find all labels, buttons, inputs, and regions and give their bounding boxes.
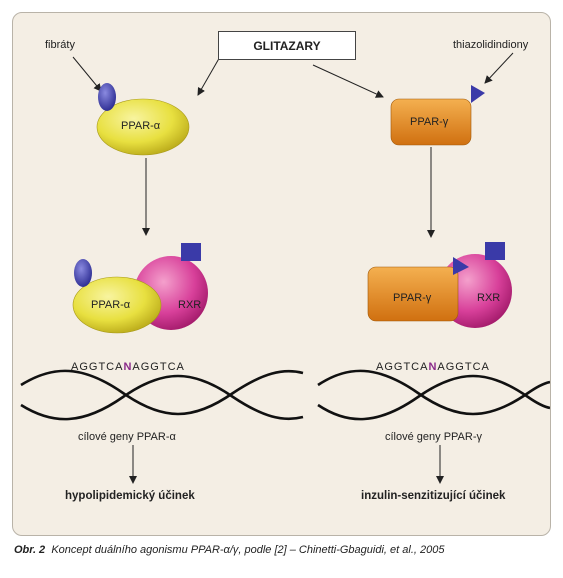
arrow-to-ppar-gamma [312,64,384,98]
rxr-left-label: RXR [178,299,202,311]
effect-right: inzulin-senzitizující účinek [361,490,506,502]
thiazolidindiony-label: thiazolidindiony [453,39,529,51]
target-genes-right: cílové geny PPAR-γ [385,431,483,443]
ppar-gamma-complex-label: PPAR-γ [393,292,432,304]
ppar-alpha-complex-label: PPAR-α [91,299,131,311]
dna-left-suffix: AGGTCA [132,361,185,373]
glitazary-label: GLITAZARY [253,38,321,53]
fibrate-ligand-top [98,83,116,111]
arrow-to-ppar-alpha [197,54,222,96]
fibrate-ligand-complex [74,259,92,287]
ppar-gamma-top-shape [390,98,472,146]
dna-left-strand-1 [20,369,304,416]
tzd-ligand-top [471,85,485,103]
dna-right-strand-1 [317,369,550,416]
ppar-gamma-top-label: PPAR-γ [410,116,449,128]
ppar-alpha-top-label: PPAR-α [121,120,161,132]
glitazary-box: GLITAZARY [218,31,356,60]
fibrates-label: fibráty [45,39,75,51]
figure-panel: GLITAZARY fibráty thiazolidindiony PPAR-… [12,12,551,536]
tzd-ligand-complex [453,257,469,275]
dna-right-suffix: AGGTCA [437,361,490,373]
dna-left-strand-2 [20,374,304,421]
dna-right-n: N [428,361,438,373]
arrow-fibrates [72,56,102,92]
dna-right-prefix: AGGTCA [376,361,429,373]
figure-caption: Obr. 2 Koncept duálního agonismu PPAR-α/… [14,544,444,556]
arrow-thiazolidindiony [484,52,514,84]
rxr-right-label: RXR [477,292,501,304]
dna-left-prefix: AGGTCA [71,361,124,373]
dna-right-strand-2 [317,374,550,421]
ppar-gamma-complex-shape [367,266,459,322]
dna-left-sequence: AGGTCANAGGTCA [71,361,185,373]
dna-right-sequence: AGGTCANAGGTCA [376,361,490,373]
dna-left-n: N [123,361,133,373]
diagram-drawing [20,52,550,484]
ppar-alpha-top-shape [96,98,190,156]
ppar-alpha-complex-shape [72,276,162,334]
rxr-left-ligand [181,243,201,261]
rxr-right-ligand [485,242,505,260]
caption-text: Koncept duálního agonismu PPAR-α/γ, podl… [51,544,445,556]
effect-left: hypolipidemický účinek [65,490,195,502]
caption-label: Obr. 2 [14,544,46,556]
target-genes-left: cílové geny PPAR-α [78,431,176,443]
